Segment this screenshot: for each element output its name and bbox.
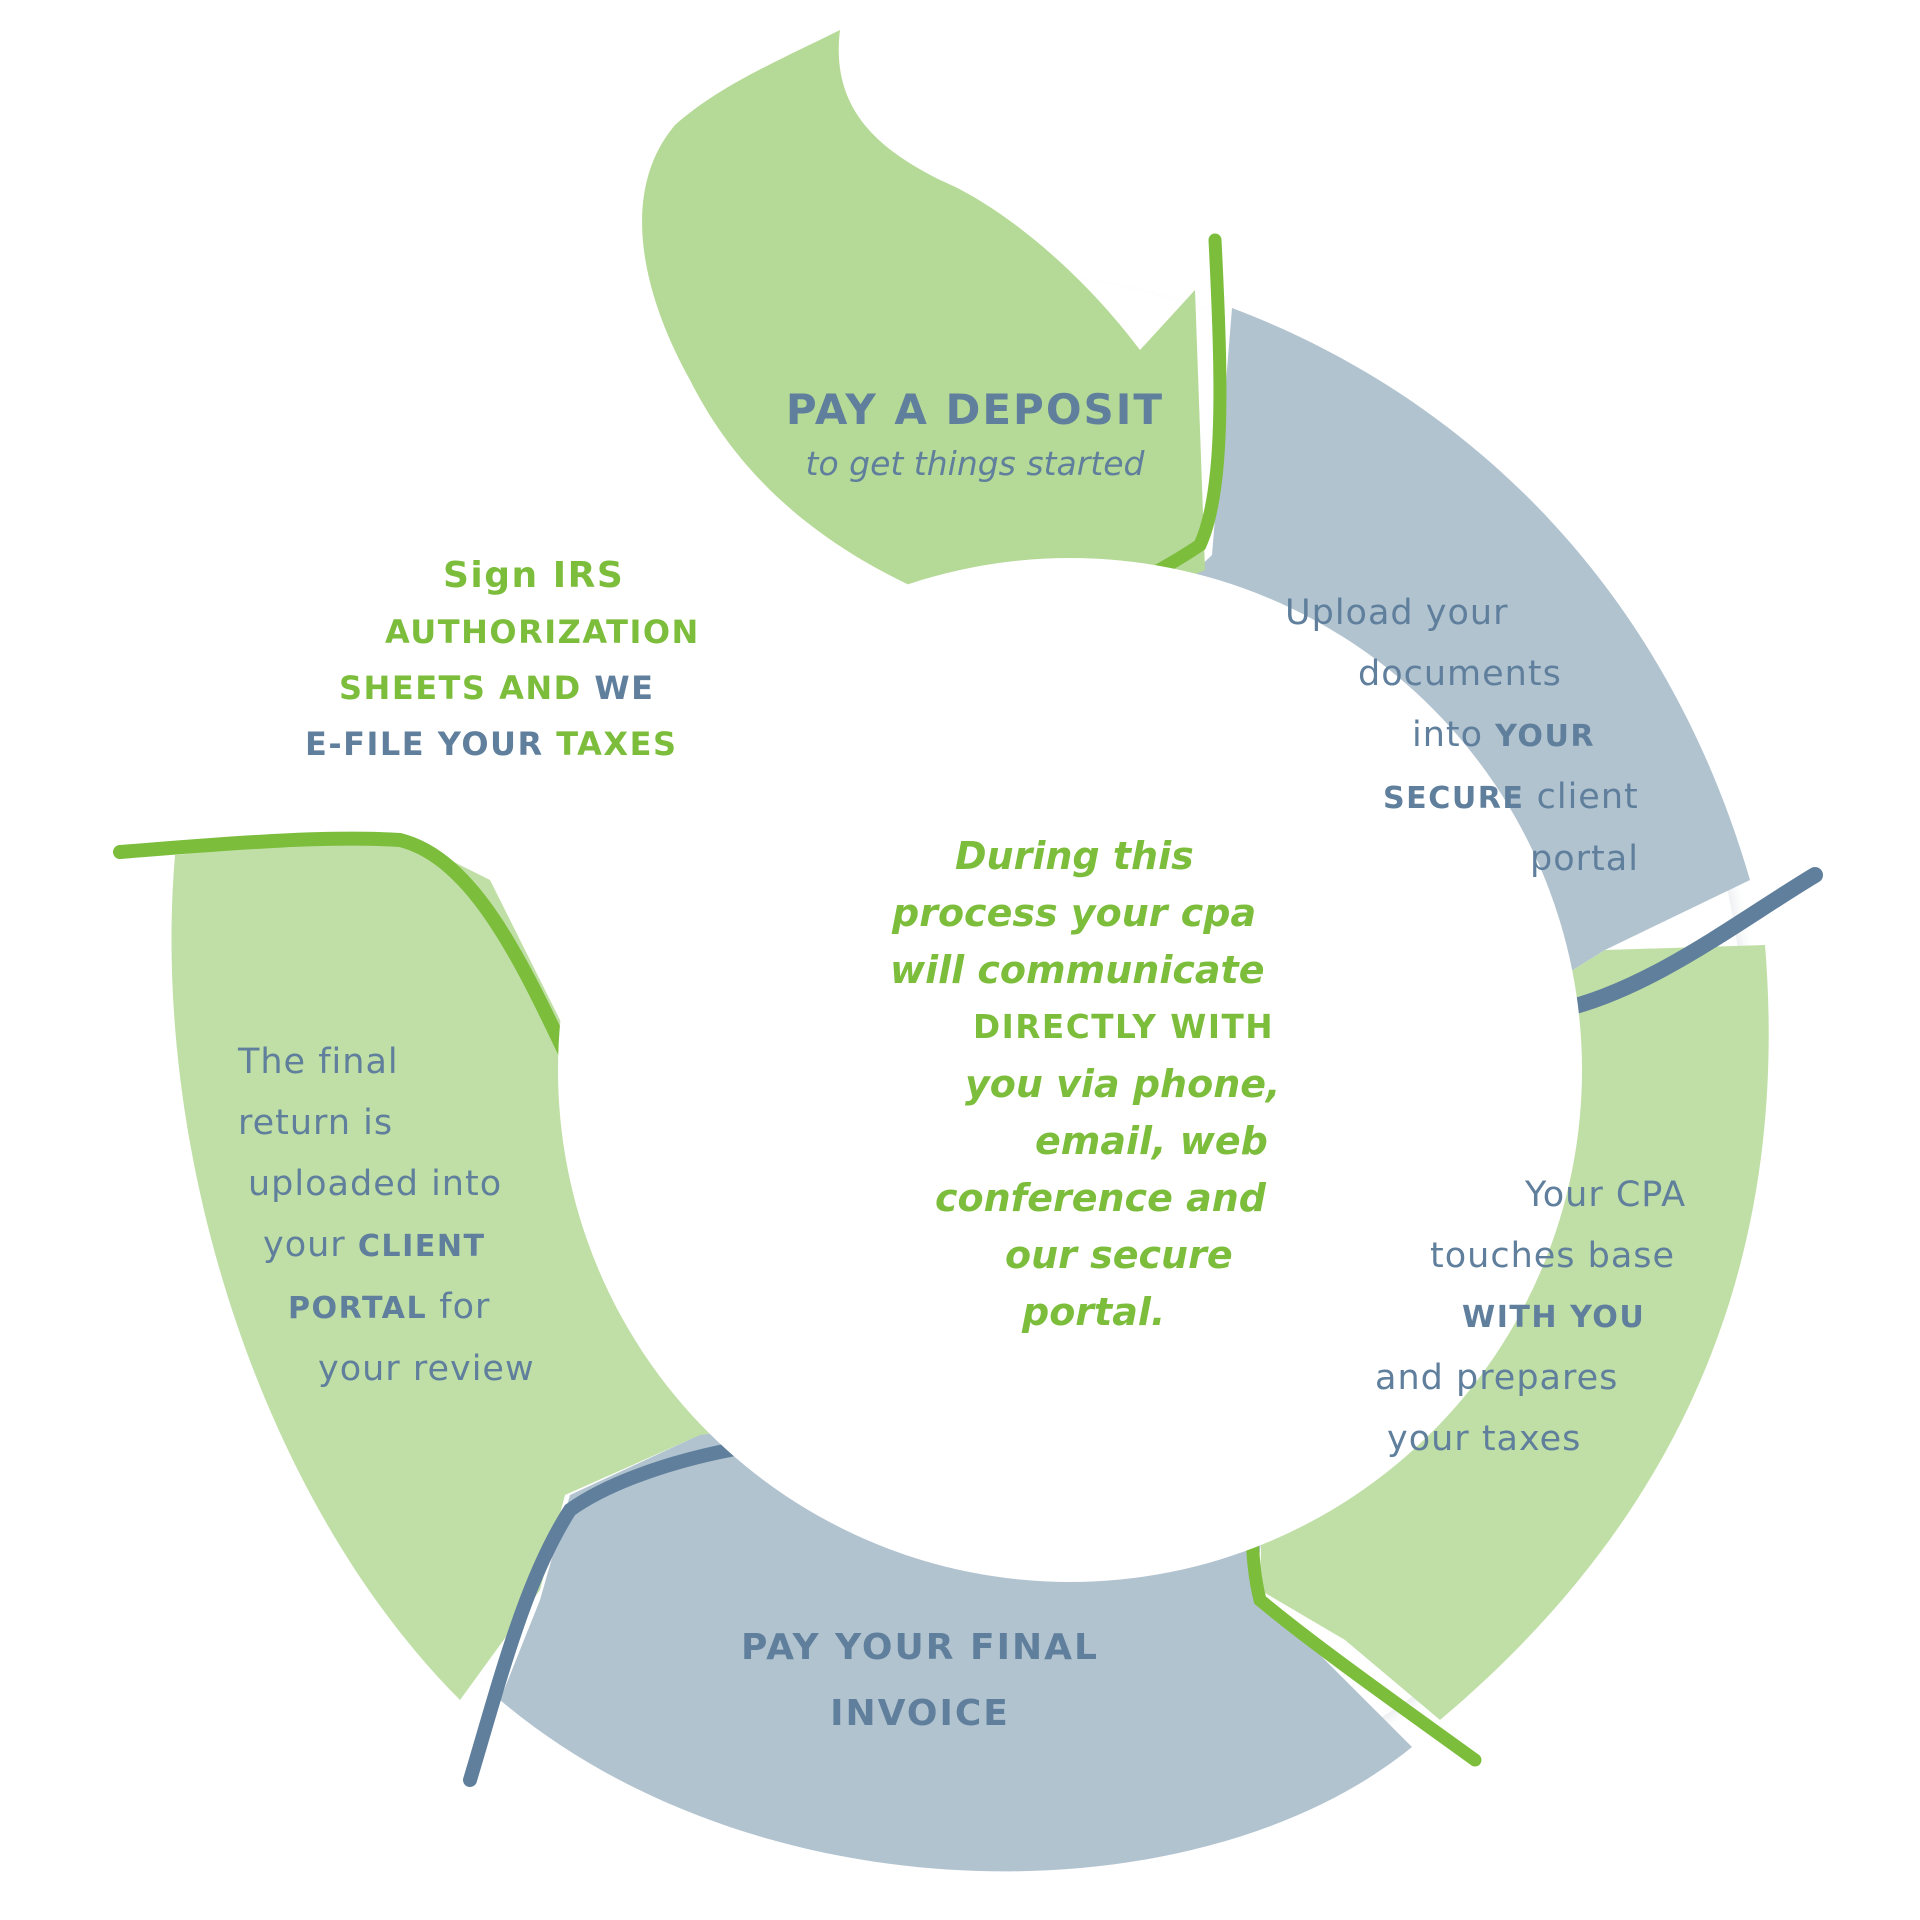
step-deposit-subtitle: to get things started: [805, 444, 1145, 483]
step-prepare-line-2: touches base: [1430, 1236, 1676, 1276]
step-prepare-line-3: WITH YOU: [1462, 1300, 1646, 1335]
step-sign-line-4: E-FILE YOUR TAXES: [305, 716, 700, 772]
step-upload-line-1: Upload your: [1285, 593, 1509, 633]
step-review-line-3: uploaded into: [248, 1164, 503, 1204]
step-upload-secure: SECURE: [1383, 781, 1525, 816]
step-sign-we: WE: [594, 669, 655, 707]
step-upload-into: into: [1412, 715, 1496, 755]
center-circle: [558, 558, 1582, 1582]
step-sign: Sign IRS AUTHORIZATION SHEETS AND WE E-F…: [305, 548, 700, 772]
step-deposit-title: PAY A DEPOSIT: [785, 385, 1165, 434]
segment-deposit-leaf: [642, 30, 1205, 720]
center-line-6: email, web: [1035, 1119, 1268, 1163]
step-review-line-5: PORTAL for: [238, 1277, 535, 1339]
step-prepare: Your CPA touches base WITH YOU and prepa…: [1370, 1165, 1686, 1470]
step-upload-line-5: portal: [1530, 839, 1639, 879]
step-upload-line-4: SECURE client: [1260, 767, 1639, 829]
step-upload-your: YOUR: [1495, 719, 1596, 754]
step-prepare-line-4: and prepares: [1375, 1358, 1619, 1398]
center-message: During this process your cpa will commun…: [880, 828, 1280, 1341]
step-prepare-line-5: your taxes: [1387, 1419, 1582, 1459]
center-line-3: will communicate: [890, 948, 1265, 992]
center-line-9: portal.: [1022, 1290, 1166, 1334]
step-review-for: for: [427, 1287, 491, 1327]
step-sign-sheets: SHEETS AND: [339, 669, 595, 707]
center-line-8: our secure: [1005, 1233, 1233, 1277]
step-invoice-line-2: INVOICE: [830, 1693, 1010, 1734]
center-line-1: During this: [955, 834, 1194, 878]
step-invoice: PAY YOUR FINAL INVOICE: [700, 1615, 1140, 1747]
step-review-client: CLIENT: [357, 1229, 486, 1264]
center-line-7: conference and: [935, 1176, 1266, 1220]
step-review-line-6: your review: [318, 1349, 535, 1389]
step-sign-line-1: Sign IRS: [443, 555, 625, 596]
segment-review: [171, 835, 775, 1700]
step-review: The final return is uploaded into your C…: [238, 1032, 535, 1400]
step-sign-line-3: SHEETS AND WE: [305, 660, 700, 716]
step-sign-efile: E-FILE YOUR: [305, 725, 557, 763]
center-line-5: you via phone,: [965, 1062, 1281, 1106]
step-review-line-1: The final: [238, 1042, 399, 1082]
step-prepare-line-1: Your CPA: [1525, 1175, 1687, 1215]
divider-review: [113, 831, 592, 1102]
step-review-line-4: your CLIENT: [238, 1215, 535, 1277]
center-line-2: process your cpa: [892, 891, 1257, 935]
step-upload-line-2: documents: [1358, 654, 1562, 694]
step-upload-client: client: [1524, 777, 1639, 817]
step-deposit: PAY A DEPOSIT to get things started: [760, 385, 1190, 483]
step-upload-line-3: into YOUR: [1260, 705, 1639, 767]
step-review-your: your: [263, 1225, 358, 1265]
step-review-portal: PORTAL: [288, 1291, 428, 1326]
step-invoice-line-1: PAY YOUR FINAL: [741, 1627, 1099, 1668]
segment-upload: [1060, 308, 1750, 1000]
step-sign-line-2: AUTHORIZATION: [385, 613, 700, 651]
center-line-4: DIRECTLY WITH: [973, 1008, 1275, 1046]
step-sign-taxes: TAXES: [556, 725, 678, 763]
step-review-line-2: return is: [238, 1103, 394, 1143]
step-upload: Upload your documents into YOUR SECURE c…: [1260, 583, 1639, 890]
